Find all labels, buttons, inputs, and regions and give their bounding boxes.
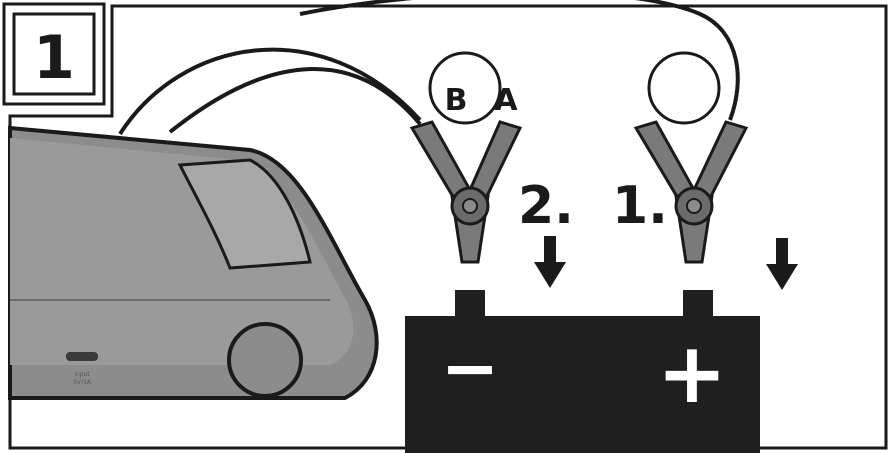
negative-clamp — [409, 120, 523, 264]
negative-sign: − — [441, 327, 500, 409]
positive-clamp — [633, 120, 749, 264]
down-arrow-icon — [534, 236, 566, 288]
step-badge: 1 — [2, 2, 106, 106]
order-label-second: 2. — [518, 176, 574, 236]
clamp-b-circle — [428, 51, 502, 125]
clamp-a-circle — [647, 51, 721, 125]
down-arrow-icon — [766, 238, 798, 290]
port-label-line2: 5V/3A — [73, 379, 92, 386]
port-label-line1: Input — [74, 371, 90, 378]
clamp-a-letter: A — [494, 83, 518, 118]
black-cable — [118, 47, 422, 136]
clamp-b-letter: B — [445, 83, 468, 118]
negative-terminal — [455, 290, 485, 318]
battery-body — [405, 316, 760, 453]
jump-starter-device: Input 5V/3A — [8, 125, 379, 400]
frame-border — [8, 4, 888, 450]
black-cable-2 — [168, 67, 422, 134]
step-number: 1 — [33, 23, 75, 93]
red-cable — [299, 0, 740, 121]
car-battery: − + — [405, 290, 760, 453]
order-label-first: 1. — [612, 176, 668, 236]
usb-port — [66, 352, 98, 361]
positive-terminal — [683, 290, 713, 318]
positive-sign: + — [657, 324, 727, 422]
power-button — [227, 322, 303, 398]
